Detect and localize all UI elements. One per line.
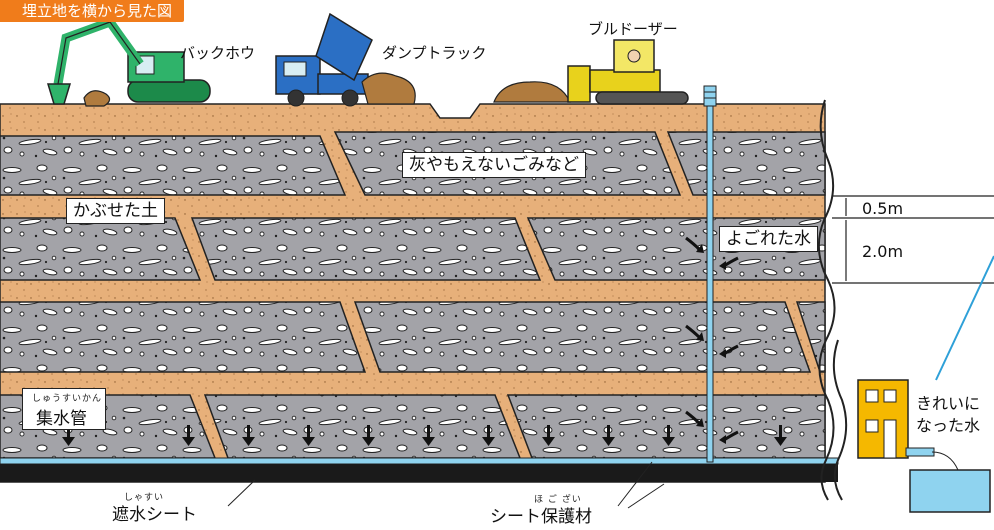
liner-label: 遮水シート xyxy=(112,505,197,525)
waste-cell xyxy=(666,131,826,196)
backhoe-icon xyxy=(46,16,211,107)
protection-label: シート保護材 xyxy=(490,507,592,527)
dump-truck-icon xyxy=(275,12,416,107)
treatment-building-icon xyxy=(857,379,991,513)
flow-arrows xyxy=(685,236,739,444)
collection-pipe-ruby: しゅうすいかん xyxy=(32,394,103,404)
bulldozer-label: ブルドーザー xyxy=(588,20,678,38)
down-arrow xyxy=(774,425,787,446)
waste-cell xyxy=(795,301,826,373)
down-arrows xyxy=(62,425,787,446)
dump-truck-label: ダンプトラック xyxy=(382,44,487,62)
down-arrow xyxy=(182,425,195,446)
bulldozer-icon xyxy=(493,39,689,105)
cut-edge xyxy=(817,99,836,501)
dimension-markers xyxy=(832,195,994,284)
liner-sheet xyxy=(0,464,838,482)
protection-ruby: ほ ご ざい xyxy=(534,495,582,505)
liner-ruby: しゃすい xyxy=(124,493,165,503)
cut-edge-2 xyxy=(832,339,848,501)
down-arrow xyxy=(242,425,255,446)
callout-line xyxy=(935,255,994,381)
waste-thickness: 2.0m xyxy=(862,242,904,261)
cover-thickness: 0.5m xyxy=(862,199,904,218)
waste-cell xyxy=(0,301,367,373)
pipe-vent xyxy=(703,85,717,107)
clean-water-line2: なった水 xyxy=(916,416,981,435)
waste-cell xyxy=(506,394,826,459)
vertical-pipe xyxy=(706,103,714,463)
down-arrow xyxy=(362,425,375,446)
diagram-title: 埋立地を横から見た図 xyxy=(0,0,185,22)
down-arrow xyxy=(482,425,495,446)
down-arrow xyxy=(542,425,555,446)
cover-soil-label: かぶせた土 xyxy=(66,198,165,224)
waste-cell xyxy=(190,217,542,281)
down-arrow xyxy=(602,425,615,446)
down-arrow xyxy=(62,425,75,446)
collection-pipe-box xyxy=(22,388,106,430)
waste-cell xyxy=(0,217,202,281)
down-arrow xyxy=(302,425,315,446)
down-arrow xyxy=(422,425,435,446)
backhoe-label: バックホウ xyxy=(180,44,256,62)
waste-cell xyxy=(0,135,347,196)
waste-label: 灰やもえないごみなど xyxy=(402,152,586,178)
down-arrow xyxy=(662,425,675,446)
collection-pipe-label: 集水管 xyxy=(36,409,87,429)
waste-cell xyxy=(203,394,522,459)
clean-water-line1: きれいに xyxy=(916,394,981,413)
waste-cell xyxy=(353,301,812,373)
dirty-water-label: よごれた水 xyxy=(719,226,818,252)
